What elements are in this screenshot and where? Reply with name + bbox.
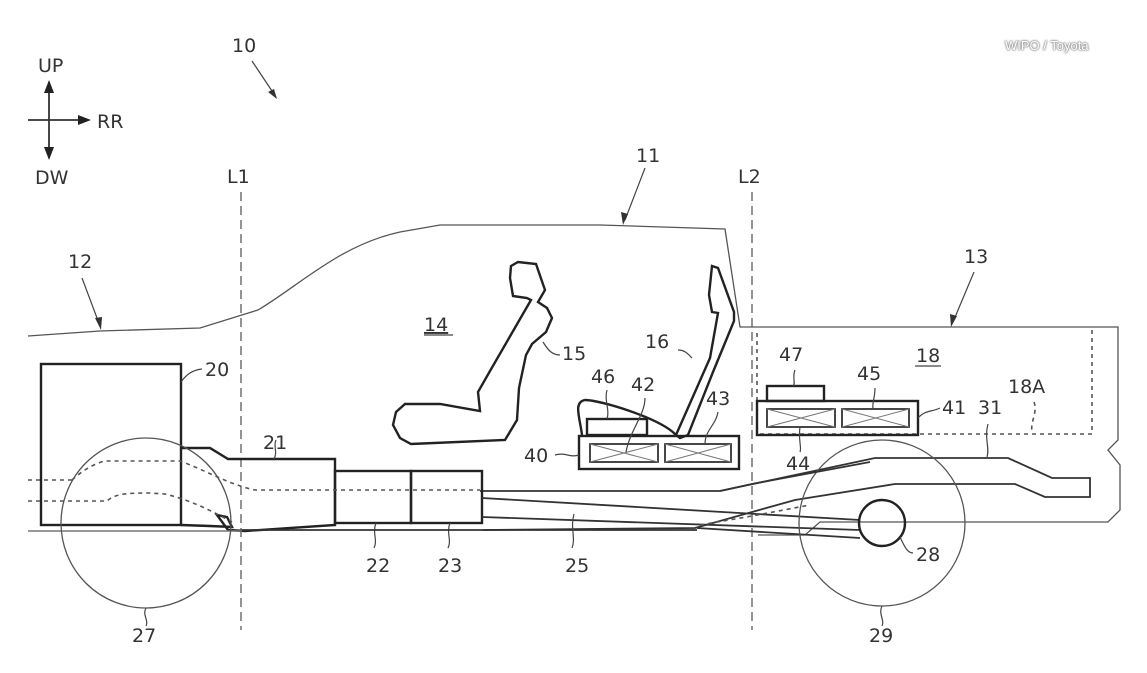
leader-41: [917, 407, 941, 419]
leader-18A: [1030, 401, 1036, 433]
leader-21: [273, 439, 277, 460]
leader-43: [704, 411, 719, 445]
leader-45: [872, 387, 876, 410]
leader-22: [373, 522, 377, 549]
leader-42: [625, 397, 646, 453]
leader-20: [180, 368, 203, 383]
up-arrowhead-icon: [44, 80, 54, 93]
label-front-unit-20: 20: [205, 359, 229, 381]
shaft-25-lower: [481, 516, 861, 531]
leader-40: [554, 453, 580, 457]
leader-28: [899, 536, 914, 554]
cell-45-x-icon: [841, 408, 910, 428]
arrowhead-11-icon: [621, 212, 628, 225]
label-module-47: 47: [779, 344, 803, 366]
leader-47: [792, 369, 796, 387]
orientation-compass: UP RR DW: [28, 55, 123, 189]
label-L1: L1: [227, 166, 250, 188]
rear-wheel-29: [798, 439, 966, 607]
cell-45: [841, 408, 910, 428]
label-up: UP: [38, 55, 63, 77]
leader-44: [798, 426, 802, 453]
leader-15: [542, 341, 561, 356]
cell-44-x-icon: [766, 408, 836, 428]
frame-31-front-upper: [719, 461, 871, 492]
label-front-12: 12: [68, 251, 92, 273]
label-cell-44: 44: [786, 453, 810, 475]
vehicle-body-outline: [27, 224, 1121, 536]
watermark: WIPO / Toyota: [1005, 38, 1089, 53]
down-arrowhead-icon: [44, 147, 54, 160]
label-battery-41: 41: [942, 397, 966, 419]
label-battery-40: 40: [524, 445, 548, 467]
front-unit-20: [39, 362, 183, 527]
shaft-25-tail: [696, 527, 861, 539]
cell-43-x-icon: [664, 443, 732, 463]
cable-upper-dotted: [28, 460, 480, 491]
label-interior-14: 14: [424, 314, 448, 336]
label-cell-45: 45: [857, 363, 881, 385]
leader-13: [952, 271, 975, 323]
label-vehicle-10: 10: [232, 35, 256, 57]
cell-42-x-icon: [589, 443, 659, 463]
rear-seat-16-cushion: [577, 398, 677, 436]
battery-pack-41: [755, 399, 920, 437]
cell-43: [664, 443, 732, 463]
label-unit-23: 23: [438, 555, 462, 577]
label-cell-42: 42: [631, 374, 655, 396]
leader-46: [605, 389, 609, 420]
cable-rear-dotted: [699, 504, 811, 526]
arrowhead-10-icon: [268, 89, 277, 99]
front-seat-15: [391, 260, 554, 446]
label-rear-wheel-29: 29: [869, 625, 893, 647]
leader-27: [144, 607, 148, 627]
front-wheel-27: [60, 437, 232, 609]
shaft-25-upper: [481, 497, 861, 521]
label-cabin-11: 11: [636, 145, 660, 167]
label-cargo-18: 18: [916, 345, 940, 367]
battery-pack-40: [577, 434, 741, 471]
arrowhead-12-icon: [95, 317, 102, 330]
label-shaft-25: 25: [565, 555, 589, 577]
leader-16: [677, 349, 693, 359]
leader-31: [985, 423, 989, 458]
label-front-wheel-27: 27: [132, 625, 156, 647]
rear-arrowhead-icon: [78, 115, 91, 125]
unit-22: [333, 469, 413, 525]
label-rear-axle-28: 28: [916, 544, 940, 566]
label-rear-seat-16: 16: [645, 331, 669, 353]
cable-lower-dotted: [28, 492, 233, 523]
unit-23: [409, 469, 484, 525]
label-L2: L2: [738, 166, 761, 188]
module-47: [765, 384, 826, 403]
label-rear-13: 13: [964, 246, 988, 268]
label-cargo-floor-18A: 18A: [1008, 376, 1045, 398]
rear-seat-16-back: [674, 264, 736, 440]
leader-29: [880, 605, 884, 627]
label-rear: RR: [97, 111, 123, 133]
frame-31: [480, 457, 1091, 531]
arrowhead-13-icon: [950, 314, 957, 327]
leader-23: [447, 522, 451, 549]
label-frame-31: 31: [978, 397, 1002, 419]
cell-44: [766, 408, 836, 428]
leader-25: [571, 513, 575, 549]
rear-axle-28: [857, 498, 907, 548]
cargo-floor-18A: [756, 330, 1093, 435]
label-cell-43: 43: [706, 388, 730, 410]
label-front-seat-15: 15: [562, 343, 586, 365]
leader-11: [624, 167, 646, 221]
cell-42: [589, 443, 659, 463]
label-unit-22: 22: [366, 555, 390, 577]
label-down: DW: [35, 167, 69, 189]
label-module-46: 46: [591, 366, 615, 388]
